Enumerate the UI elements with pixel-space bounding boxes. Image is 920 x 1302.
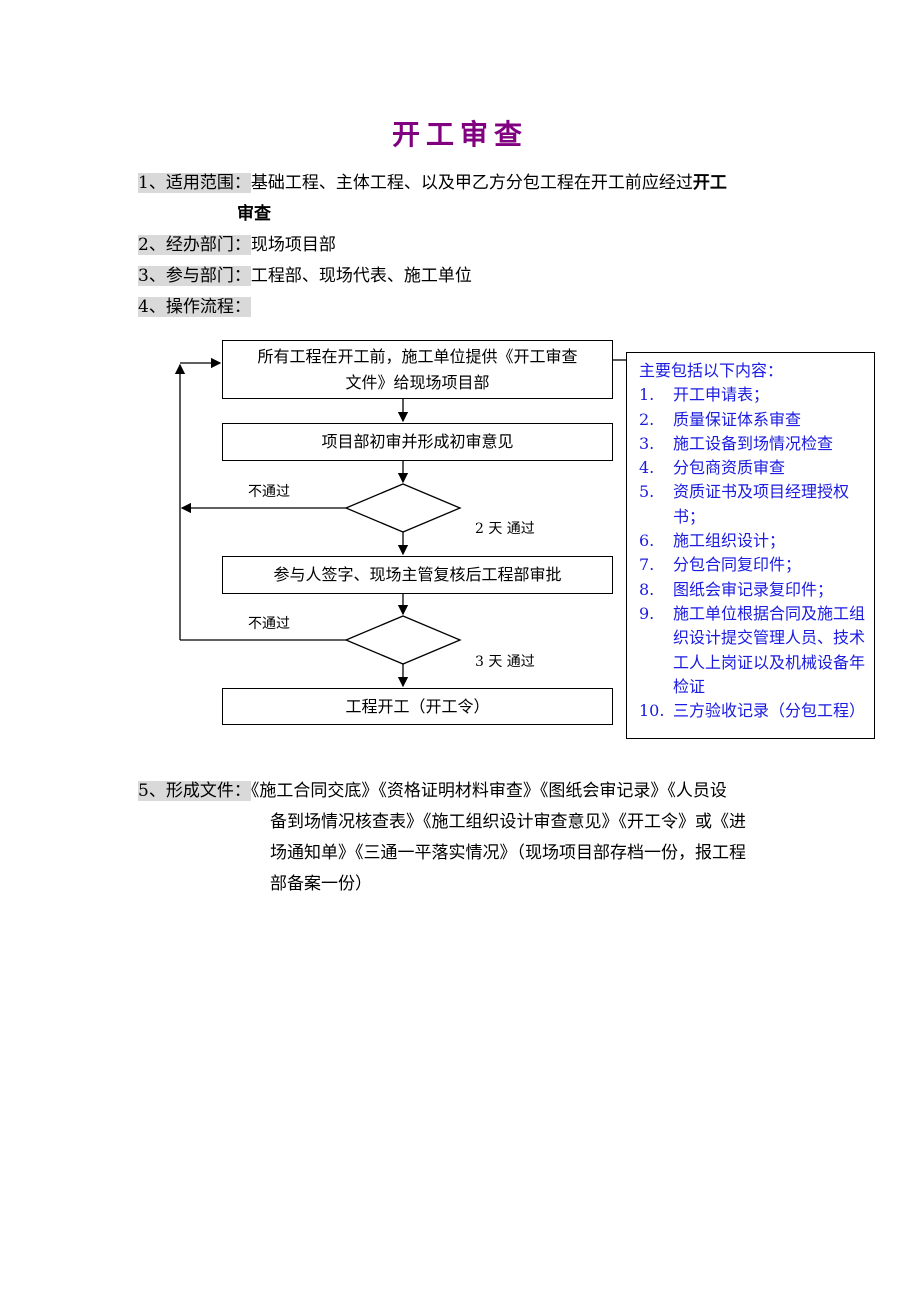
list-item: 2. 质量保证体系审查 bbox=[627, 408, 874, 432]
list-item: 4. 分包商资质审查 bbox=[627, 456, 874, 480]
list-item-text: 分包商资质审查 bbox=[673, 458, 786, 478]
list-item: 6. 施工组织设计； bbox=[627, 529, 874, 553]
section-label: 2、经办部门： bbox=[138, 235, 251, 255]
section-bold-text: 开工 bbox=[692, 173, 727, 193]
list-item: 5. 资质证书及项目经理授权书； bbox=[627, 480, 874, 529]
list-item-number: 1. bbox=[639, 385, 655, 405]
flow-reject-label: 不通过 bbox=[248, 616, 290, 632]
flow-reject-label: 不通过 bbox=[248, 484, 290, 500]
section-department: 2、经办部门：现场项目部 bbox=[138, 230, 336, 255]
list-item-number: 5. bbox=[639, 482, 655, 502]
list-item: 9. 施工单位根据合同及施工组织设计提交管理人员、技术工人上岗证以及机械设备年检证 bbox=[627, 602, 874, 699]
section-text: 工程部、现场代表、施工单位 bbox=[250, 266, 472, 286]
list-item-number: 8. bbox=[639, 579, 655, 599]
list-item: 8. 图纸会审记录复印件； bbox=[627, 578, 874, 602]
section-label: 4、操作流程： bbox=[138, 297, 251, 317]
list-item-number: 4. bbox=[639, 458, 655, 478]
list-item-number: 6. bbox=[639, 531, 655, 551]
flow-step-submit: 所有工程在开工前，施工单位提供《开工审查 文件》给现场项目部 bbox=[222, 340, 613, 399]
section-bold-text-cont: 审查 bbox=[237, 204, 271, 224]
section-text: 现场项目部 bbox=[250, 235, 336, 255]
list-heading: 主要包括以下内容： bbox=[639, 361, 784, 380]
page-title: 开工审查 bbox=[391, 118, 528, 151]
list-item-text: 分包合同复印件； bbox=[673, 555, 802, 575]
list-item-text: 资质证书及项目经理授权书； bbox=[673, 482, 850, 526]
section-label: 5、形成文件： bbox=[138, 781, 251, 801]
flow-pass-label: 3 天 通过 bbox=[475, 654, 535, 670]
section-scope: 1、适用范围：基础工程、主体工程、以及甲乙方分包工程在开工前应经过开工 bbox=[138, 168, 727, 193]
list-item-text: 开工申请表； bbox=[673, 385, 770, 405]
list-item-text: 三方验收记录（分包工程） bbox=[673, 701, 866, 721]
section-label: 3、参与部门： bbox=[138, 266, 251, 286]
list-item-text: 图纸会审记录复印件； bbox=[673, 579, 834, 599]
list-item-number: 10. bbox=[639, 701, 665, 721]
section-documents: 5、形成文件：《施工合同交底》《资格证明材料审查》《图纸会审记录》《人员设 bbox=[138, 776, 727, 807]
list-item: 1. 开工申请表； bbox=[627, 383, 874, 407]
section-process: 4、操作流程： bbox=[138, 292, 251, 317]
flowchart-connectors bbox=[174, 357, 626, 688]
list-item: 10. 三方验收记录（分包工程） bbox=[627, 699, 874, 723]
section-text: 备到场情况核查表》《施工组织设计审查意见》《开工令》或《进 bbox=[270, 812, 746, 832]
section-participants: 3、参与部门：工程部、现场代表、施工单位 bbox=[138, 261, 472, 286]
flow-step-text: 所有工程在开工前，施工单位提供《开工审查 bbox=[257, 346, 578, 366]
section-text: 部备案一份） bbox=[270, 874, 372, 894]
flow-step-approval: 参与人签字、现场主管复核后工程部审批 bbox=[222, 556, 613, 594]
list-item-text: 施工设备到场情况检查 bbox=[673, 433, 834, 453]
list-item-text: 质量保证体系审查 bbox=[673, 409, 802, 429]
list-item: 7. 分包合同复印件； bbox=[627, 553, 874, 577]
list-item: 3. 施工设备到场情况检查 bbox=[627, 432, 874, 456]
section-text: 基础工程、主体工程、以及甲乙方分包工程在开工前应经过 bbox=[250, 173, 693, 193]
list-item-number: 9. bbox=[639, 603, 655, 623]
flow-pass-label: 2 天 通过 bbox=[475, 521, 535, 537]
list-item-number: 7. bbox=[639, 555, 655, 575]
section-text: 《施工合同交底》《资格证明材料审查》《图纸会审记录》《人员设 bbox=[250, 781, 727, 801]
list-item-number: 2. bbox=[639, 409, 655, 429]
required-documents-box: 主要包括以下内容： 1. 开工申请表； 2. 质量保证体系审查 3. 施工设备到场情况检查… bbox=[626, 352, 875, 739]
list-item-number: 3. bbox=[639, 433, 655, 453]
flow-step-start: 工程开工（开工令） bbox=[222, 688, 613, 725]
list-item-text: 施工单位根据合同及施工组织设计提交管理人员、技术工人上岗证以及机械设备年检证 bbox=[673, 603, 866, 696]
list-item-text: 施工组织设计； bbox=[673, 531, 786, 551]
section-label: 1、适用范围： bbox=[138, 173, 251, 193]
flow-step-initial-review: 项目部初审并形成初审意见 bbox=[222, 423, 613, 461]
section-text: 场通知单》《三通一平落实情况》（现场项目部存档一份，报工程 bbox=[270, 843, 746, 863]
flow-step-text: 文件》给现场项目部 bbox=[345, 372, 490, 392]
